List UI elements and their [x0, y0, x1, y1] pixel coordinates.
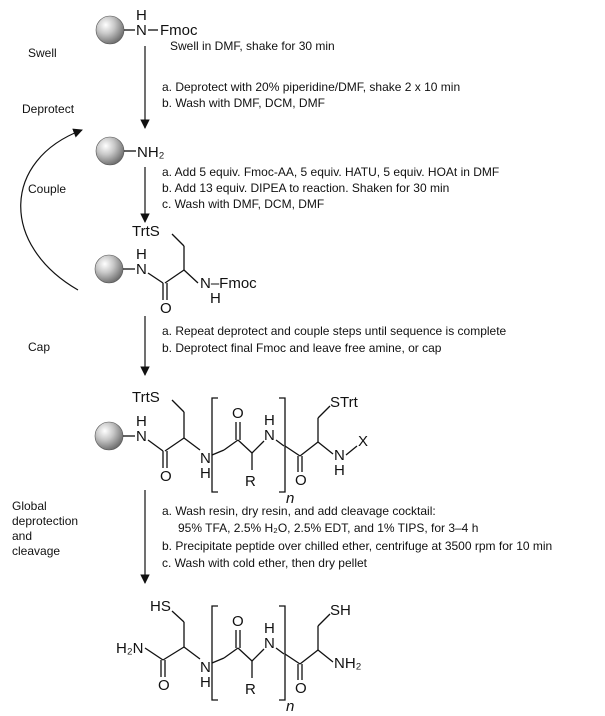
p-h4: H [334, 462, 345, 479]
resin-bead-1 [95, 15, 125, 45]
stage-label-global-3: and [12, 529, 32, 543]
final-bracket-right [279, 605, 286, 701]
step-swell: Swell in DMF, shake for 30 min [170, 39, 335, 53]
p-o1: O [160, 468, 172, 485]
p-n3: N [264, 427, 275, 444]
f-r: R [245, 681, 256, 698]
f-h2: H [200, 674, 211, 691]
s3-n1: N [136, 261, 147, 278]
stage-label-global-4: cleavage [12, 544, 60, 558]
p-o3: O [295, 472, 307, 489]
p-h2: H [200, 465, 211, 482]
s2-nh2: NH₂ [137, 144, 165, 161]
f-h2n: H₂N [116, 640, 144, 657]
f-o1: O [158, 677, 170, 694]
f-n2: N [200, 659, 211, 676]
stage-label-cap: Cap [28, 340, 50, 354]
stage-label-couple: Couple [28, 182, 66, 196]
s3-h1: H [136, 246, 147, 263]
step-cap-a: a. Repeat deprotect and couple steps unt… [162, 324, 507, 338]
s3-o: O [160, 300, 172, 317]
stage-label-deprotect: Deprotect [22, 102, 75, 116]
step-deprotect-a: a. Deprotect with 20% piperidine/DMF, sh… [162, 80, 460, 94]
stage-label-global-1: Global [12, 499, 47, 513]
step-cleave-a2: 95% TFA, 2.5% H₂O, 2.5% EDT, and 1% TIPS… [178, 521, 478, 535]
p-n-subscript: n [286, 490, 294, 507]
p-r: R [245, 473, 256, 490]
structure-resin-cys-fmoc: N H O TrtS N–Fmoc H [94, 223, 257, 317]
stage-label-swell: Swell [28, 46, 57, 60]
stage-label-global-2: deprotection [12, 514, 78, 528]
f-o3: O [295, 680, 307, 697]
s3-h2: H [210, 290, 221, 307]
step-couple-a: a. Add 5 equiv. Fmoc-AA, 5 equiv. HATU, … [162, 165, 499, 179]
resin-bead-3 [94, 254, 124, 284]
final-bracket-left [211, 605, 218, 701]
step-cleave-c: c. Wash with cold ether, then dry pellet [162, 556, 368, 570]
f-sh: SH [330, 602, 351, 619]
p-o2: O [232, 405, 244, 422]
repeat-bracket-left [211, 397, 218, 493]
p-h1: H [136, 413, 147, 430]
step-cap-b: b. Deprotect final Fmoc and leave free a… [162, 341, 442, 355]
f-nh2: NH₂ [334, 655, 362, 672]
structure-resin-amine: NH₂ [95, 136, 165, 166]
s1-fmoc: Fmoc [160, 22, 198, 39]
f-n3: N [264, 635, 275, 652]
repeat-bracket-right [279, 397, 286, 493]
p-strt: STrt [330, 394, 359, 411]
s3-nfmoc: N–Fmoc [200, 275, 257, 292]
structure-final-peptide: H₂N O HS N H O R N H n O SH NH₂ [116, 598, 362, 715]
step-couple-c: c. Wash with DMF, DCM, DMF [162, 197, 324, 211]
step-cleave-b: b. Precipitate peptide over chilled ethe… [162, 539, 552, 553]
s1-h: H [136, 7, 147, 24]
p-trts: TrtS [132, 389, 160, 406]
f-hs: HS [150, 598, 171, 615]
p-n2: N [200, 450, 211, 467]
p-n1: N [136, 428, 147, 445]
structure-resin-fmoc: N H Fmoc [95, 7, 198, 45]
p-h3: H [264, 412, 275, 429]
resin-bead-4 [94, 421, 124, 451]
step-deprotect-b: b. Wash with DMF, DCM, DMF [162, 96, 325, 110]
step-cleave-a1: a. Wash resin, dry resin, and add cleava… [162, 504, 436, 518]
s3-trts: TrtS [132, 223, 160, 240]
p-n4: N [334, 447, 345, 464]
p-x: X [358, 433, 368, 450]
s1-n: N [136, 22, 147, 39]
step-couple-b: b. Add 13 equiv. DIPEA to reaction. Shak… [162, 181, 449, 195]
resin-bead-2 [95, 136, 125, 166]
f-o2: O [232, 613, 244, 630]
structure-protected-peptide: N H O TrtS N H O R N H n O [94, 389, 368, 507]
f-h3: H [264, 620, 275, 637]
cycle-arrow [20, 128, 83, 291]
f-n-subscript: n [286, 698, 294, 715]
